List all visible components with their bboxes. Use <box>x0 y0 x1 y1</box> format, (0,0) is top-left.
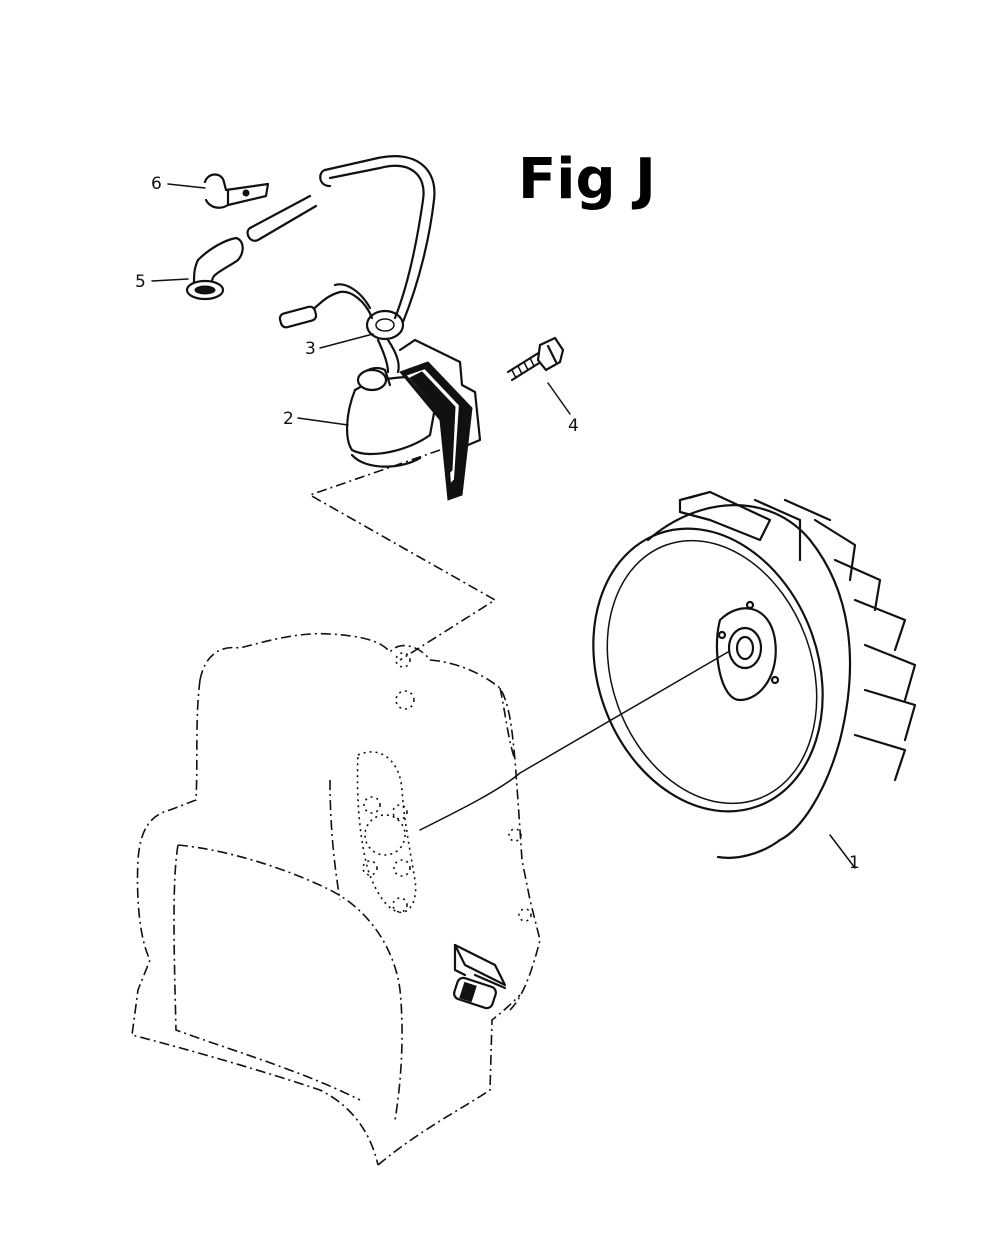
callout-leaders <box>151 183 571 426</box>
leader-4 <box>547 382 571 415</box>
callout-3-label: 3 <box>305 339 316 359</box>
spark-plug-cap-icon <box>185 236 244 301</box>
bolt-icon <box>506 336 565 382</box>
leader-6 <box>167 183 206 189</box>
figure-title: Fig J <box>518 147 656 212</box>
coil-mount-leader <box>308 449 497 661</box>
flywheel-icon <box>592 490 917 869</box>
high-tension-lead <box>246 155 436 329</box>
callout-4-label: 4 <box>568 416 579 436</box>
clamp-icon <box>203 173 270 209</box>
callout-2-label: 2 <box>283 409 294 429</box>
leader-2 <box>297 417 349 426</box>
flywheel-shaft-leader <box>419 644 741 831</box>
engine-block-icon <box>131 632 541 1166</box>
leader-3 <box>319 333 374 349</box>
ignition-coil-icon <box>345 338 482 501</box>
callout-5-label: 5 <box>135 272 146 292</box>
leader-5 <box>151 278 189 282</box>
callout-6-label: 6 <box>151 174 162 194</box>
callout-1-label: 1 <box>849 853 860 873</box>
